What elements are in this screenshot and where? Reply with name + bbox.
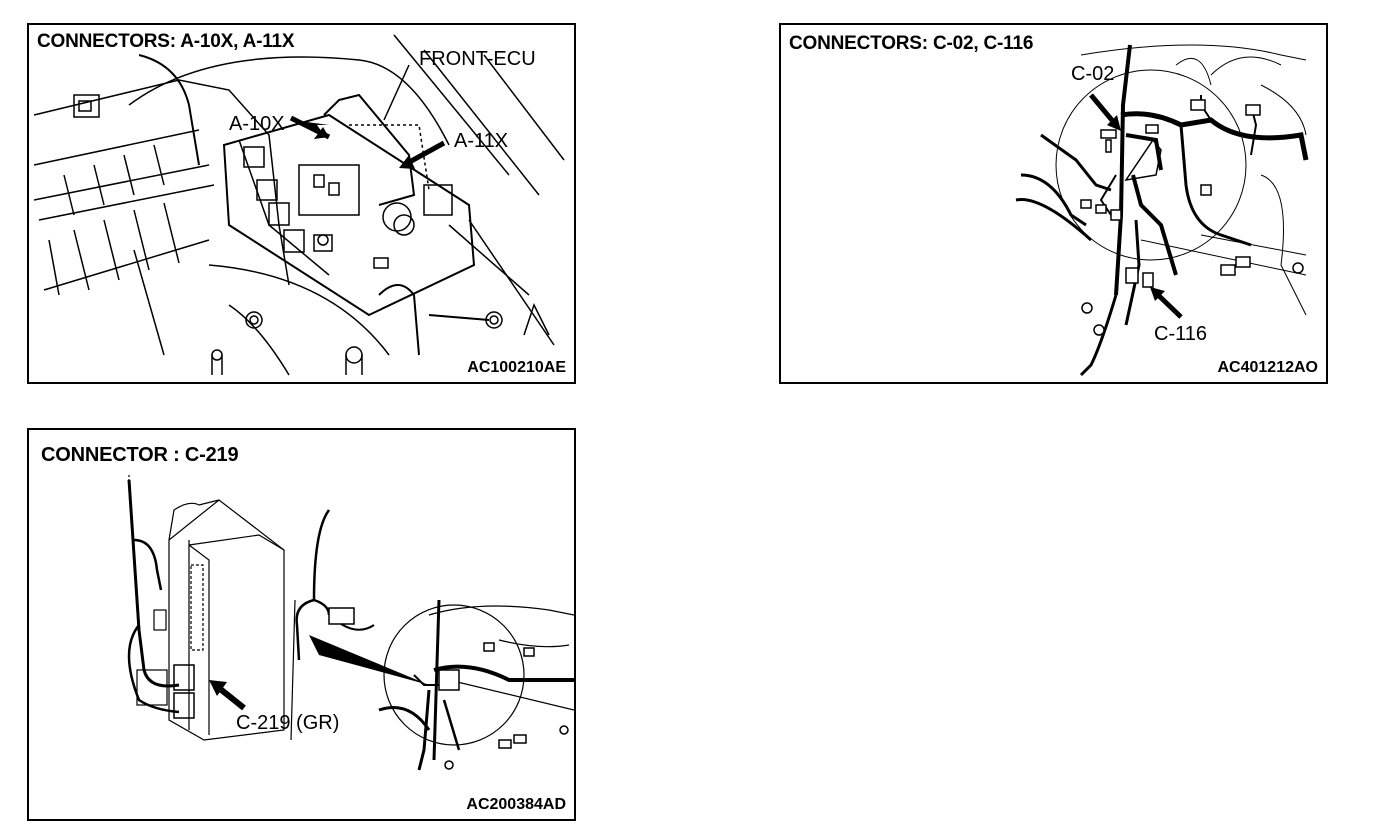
panel-title: CONNECTORS: A-10X, A-11X bbox=[37, 31, 295, 52]
ecu-harness-illustration bbox=[127, 475, 574, 771]
diagram-panel-c219: CONNECTOR : C-219 C-219 (GR) AC200384AD bbox=[27, 428, 576, 821]
figure-code: AC200384AD bbox=[466, 796, 566, 813]
panel-title: CONNECTOR : C-219 bbox=[41, 444, 239, 466]
callout-front-ecu: FRONT-ECU bbox=[419, 48, 536, 70]
engine-bay-illustration bbox=[33, 34, 565, 376]
callout-c-219: C-219 (GR) bbox=[236, 712, 340, 734]
figure-code: AC401212AO bbox=[1217, 359, 1319, 376]
diagram-panel-c02-c116: CONNECTORS: C-02, C-116 C-02 C-116 AC401… bbox=[779, 23, 1328, 384]
panel-title: CONNECTORS: C-02, C-116 bbox=[789, 33, 1034, 54]
figure-code: AC100210AE bbox=[467, 359, 566, 376]
callout-a-11x: A-11X bbox=[454, 130, 509, 152]
dashboard-harness-illustration bbox=[1015, 44, 1309, 377]
diagram-panel-a10x-a11x: CONNECTORS: A-10X, A-11X FRONT-ECU A-10X… bbox=[27, 23, 576, 384]
callout-c-116: C-116 bbox=[1154, 323, 1207, 345]
callout-c-02: C-02 bbox=[1071, 63, 1115, 85]
callout-a-10x: A-10X bbox=[229, 113, 285, 135]
